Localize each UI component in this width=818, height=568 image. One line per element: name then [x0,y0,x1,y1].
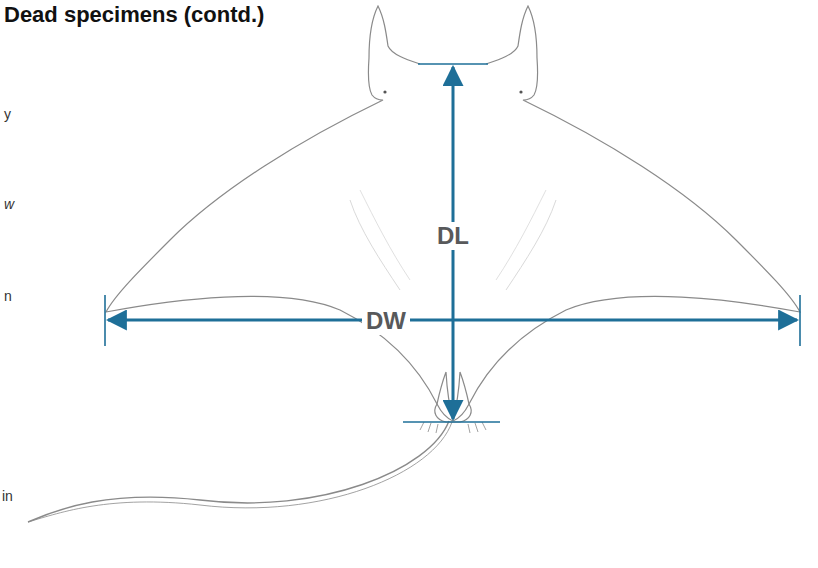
manta-outline [28,6,800,522]
cut-text: w [4,196,14,212]
dimension-label: DL [433,222,473,250]
cut-text: n [4,288,12,304]
page-title: Dead specimens (contd.) [4,2,264,28]
cut-text: in [2,488,13,504]
cut-text: y [4,106,11,122]
dimension-label: DW [362,307,410,335]
measurement-lines [105,64,800,422]
